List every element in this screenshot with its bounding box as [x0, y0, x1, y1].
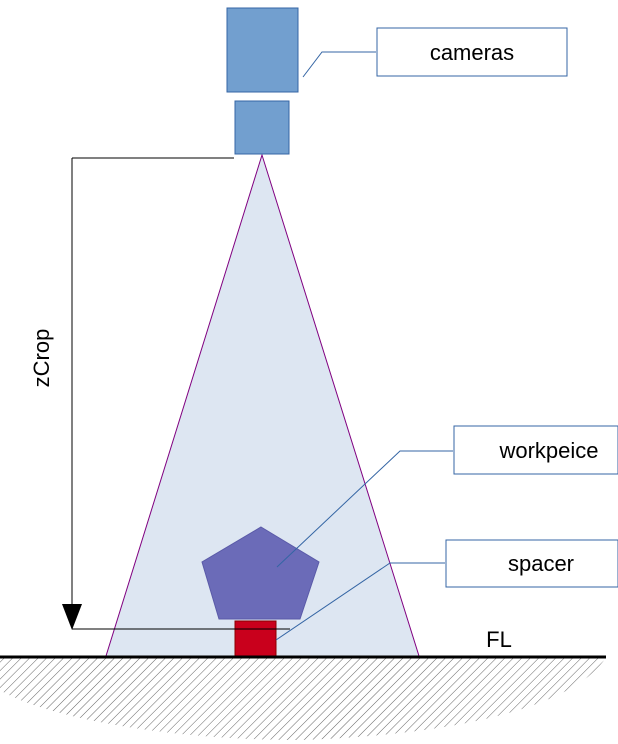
- camera-lens: [234, 100, 290, 155]
- zcrop-arrowhead: [62, 604, 82, 630]
- cameras-leader-line: [302, 51, 376, 78]
- cameras-label: cameras: [430, 40, 514, 65]
- cameras-label-box: [376, 27, 568, 77]
- workpiece-shape: [201, 526, 320, 620]
- zcrop-dimension: [62, 157, 290, 630]
- focal-line-label: FL: [486, 627, 512, 652]
- spacer-block: [234, 620, 277, 657]
- ground-hatching: [0, 657, 606, 740]
- spacer-label: spacer: [508, 551, 574, 576]
- workpiece-label-box: [453, 425, 618, 475]
- zcrop-label: zCrop: [29, 329, 54, 388]
- spacer-label-box: [445, 539, 618, 588]
- camera-body: [226, 7, 299, 93]
- spacer-leader-line: [275, 562, 445, 641]
- workpiece-label: workpeice: [498, 438, 598, 463]
- workpiece-leader-line: [276, 450, 453, 568]
